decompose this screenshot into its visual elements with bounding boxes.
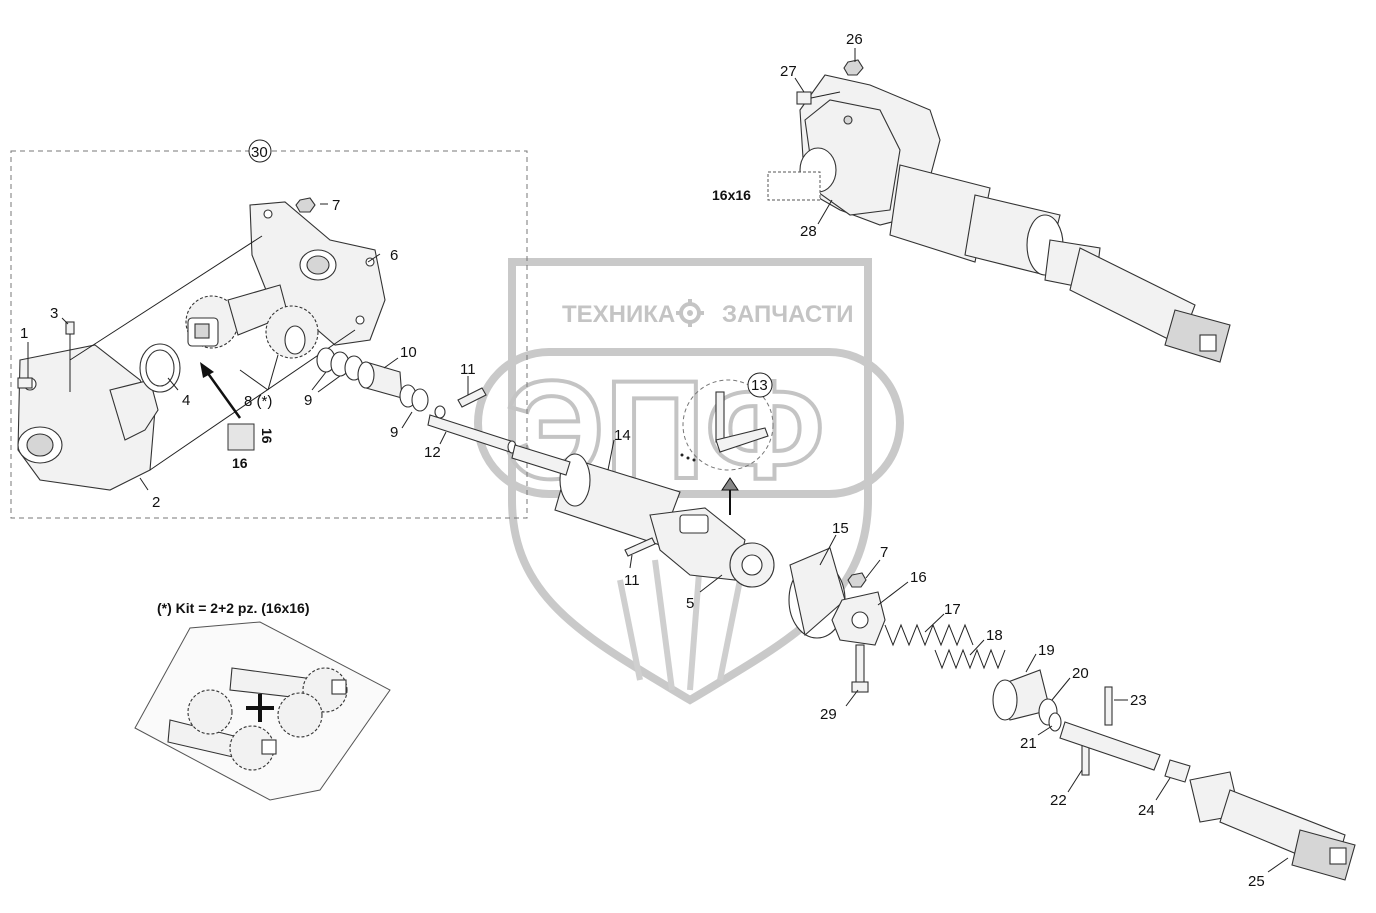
callout-14: 14 (614, 427, 631, 444)
watermark-band (474, 348, 904, 498)
callout-10: 10 (400, 344, 417, 361)
universal-joint-5 (649, 507, 775, 588)
callout-19: 19 (1038, 642, 1055, 659)
callout-27: 27 (780, 63, 797, 80)
callout-3: 3 (50, 305, 58, 322)
nut-26 (843, 59, 864, 76)
callout-13-circle (747, 372, 773, 398)
watermark-wheat (617, 559, 743, 691)
washers-9-b (399, 384, 446, 419)
leader-lines (27, 48, 1289, 873)
watermark: ТЕХНИКА ЗАПЧАСТИ ЭПФ (474, 258, 904, 705)
gear-pinion-a (185, 284, 289, 349)
ring-21 (1048, 712, 1062, 732)
hub-16 (831, 591, 886, 646)
gear-pinion-b (265, 305, 319, 359)
callout-7a: 7 (332, 197, 340, 214)
square-label-a: 16 (259, 428, 275, 444)
callout-16: 16 (910, 569, 927, 586)
grease-fitting-3 (65, 321, 75, 392)
callout-7b: 7 (880, 544, 888, 561)
size-label-top: 16x16 (712, 187, 751, 203)
watermark-shield (508, 258, 872, 705)
callout-30-circle (248, 139, 272, 163)
bolt-1 (17, 377, 33, 389)
shaft-12 (427, 414, 517, 454)
callout-11b: 11 (624, 572, 640, 589)
bushing-10 (357, 361, 403, 399)
cover-plate (249, 201, 386, 346)
kit-caption: (*) Kit = 2+2 pz. (16x16) (157, 600, 310, 616)
square-label-b: 16 (232, 455, 248, 471)
callout-24: 24 (1138, 802, 1155, 819)
callout-28: 28 (800, 223, 817, 240)
callout-5: 5 (686, 595, 694, 612)
pin-11-bottom (624, 537, 656, 557)
kit-bag (134, 621, 391, 801)
pin-23 (1104, 686, 1113, 726)
callout-4: 4 (182, 392, 190, 409)
callout-9a: 9 (304, 392, 312, 409)
bushing-19 (992, 669, 1051, 721)
callout-30: 30 (251, 144, 268, 161)
callout-15: 15 (832, 520, 849, 537)
callout-13: 13 (751, 377, 768, 394)
nut-7-right (847, 572, 867, 588)
callout-12: 12 (424, 444, 441, 461)
gear-icon (676, 299, 704, 327)
gearbox-housing (17, 344, 159, 491)
square-bore-16 (227, 423, 255, 451)
callout-29: 29 (820, 706, 837, 723)
callout-21: 21 (1020, 735, 1037, 752)
shaft-24 (1059, 721, 1191, 783)
callout-20: 20 (1072, 665, 1089, 682)
up-arrow-center (721, 477, 739, 515)
spring-17 (884, 623, 974, 647)
callout-numbers: 1 2 3 4 6 7 8 (*) 9 10 9 11 12 13 14 11 … (20, 31, 1265, 890)
pin-11-top (457, 387, 487, 408)
spring-18 (934, 648, 1006, 670)
bolt-27 (796, 91, 841, 105)
callout-17: 17 (944, 601, 961, 618)
tube-14 (511, 444, 681, 546)
callout-8: 8 (*) (244, 393, 272, 410)
callout-25: 25 (1248, 873, 1265, 890)
callout-9b: 9 (390, 424, 398, 441)
watermark-text-right: ЗАПЧАСТИ (722, 301, 854, 328)
nut-7-left (295, 197, 316, 213)
driveshaft-top-right (889, 164, 1231, 363)
callout-18: 18 (986, 627, 1003, 644)
driveshaft-25 (1189, 771, 1356, 881)
detail-13 (680, 379, 774, 471)
callout-22: 22 (1050, 792, 1067, 809)
callout-1: 1 (20, 325, 28, 342)
watermark-big-text: ЭПФ (505, 351, 825, 508)
cup-15 (788, 547, 846, 639)
callout-23: 23 (1130, 692, 1147, 709)
plus-icon (246, 694, 274, 722)
callout-6: 6 (390, 247, 398, 264)
callout-11a: 11 (460, 361, 476, 378)
up-arrow-left (200, 362, 242, 419)
callout-2: 2 (152, 494, 160, 511)
bolt-29 (851, 644, 869, 693)
callout-26: 26 (846, 31, 863, 48)
watermark-text-left: ТЕХНИКА (562, 301, 675, 328)
